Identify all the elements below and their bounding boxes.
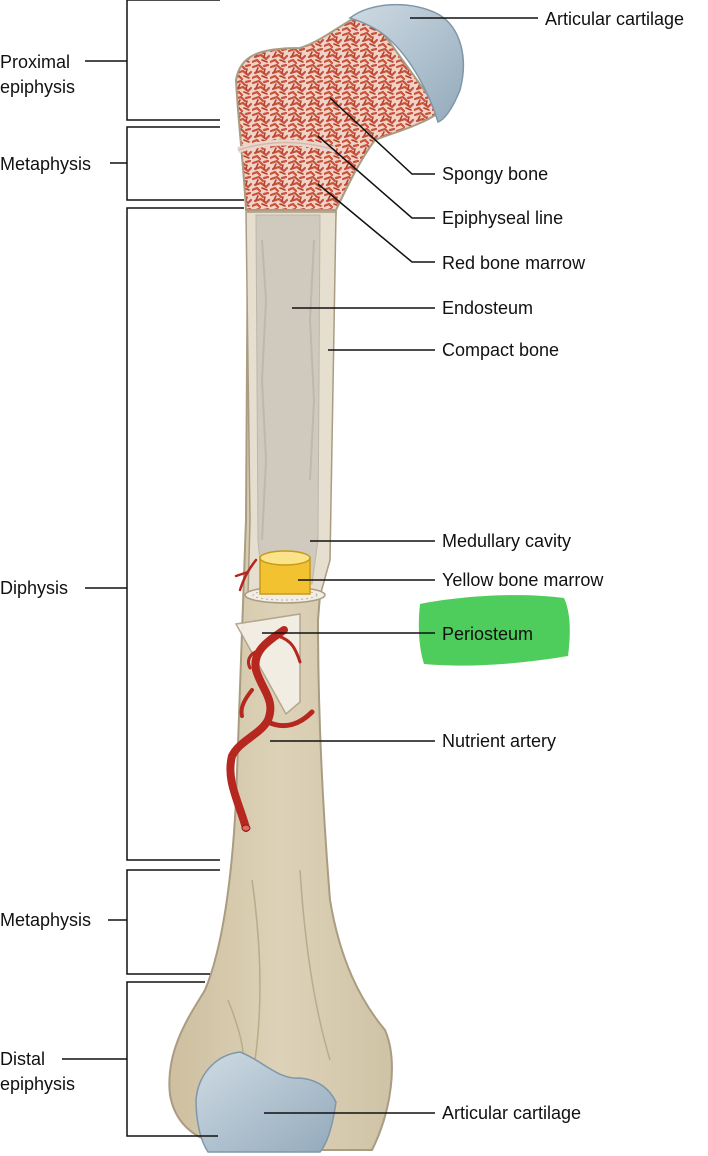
articular-cartilage-top-shape <box>348 4 465 123</box>
label-compact-bone: Compact bone <box>442 340 560 360</box>
articular-cartilage-bottom-shape <box>195 1051 337 1153</box>
label-nutrient-artery: Nutrient artery <box>442 731 557 751</box>
nutrient-artery <box>226 558 315 832</box>
label-distal-epiphysis: Distal epiphysis <box>0 1049 76 1094</box>
leader-lines <box>262 17 538 1114</box>
label-epiphyseal-line: Epiphyseal line <box>442 208 564 228</box>
label-spongy-bone: Spongy bone <box>442 164 549 184</box>
label-metaphysis-bottom: Metaphysis <box>0 910 92 930</box>
label-diaphysis: Diphysis <box>0 578 69 598</box>
label-metaphysis-top: Metaphysis <box>0 154 92 174</box>
label-proximal-epiphysis: Proximal epiphysis <box>0 52 76 97</box>
label-medullary-cavity: Medullary cavity <box>442 531 572 551</box>
label-articular-cartilage-top: Articular cartilage <box>545 9 685 29</box>
label-endosteum: Endosteum <box>442 298 534 318</box>
proximal-head <box>234 10 442 211</box>
yellow-bone-marrow <box>259 550 311 595</box>
label-periosteum: Periosteum <box>442 624 534 644</box>
label-red-bone-marrow: Red bone marrow <box>442 253 586 273</box>
periosteum-highlight <box>418 595 570 666</box>
medullary-cavity <box>255 214 321 585</box>
label-yellow-bone-marrow: Yellow bone marrow <box>442 570 604 590</box>
label-articular-cartilage-bottom: Articular cartilage <box>442 1103 582 1123</box>
region-brackets <box>62 0 244 1137</box>
